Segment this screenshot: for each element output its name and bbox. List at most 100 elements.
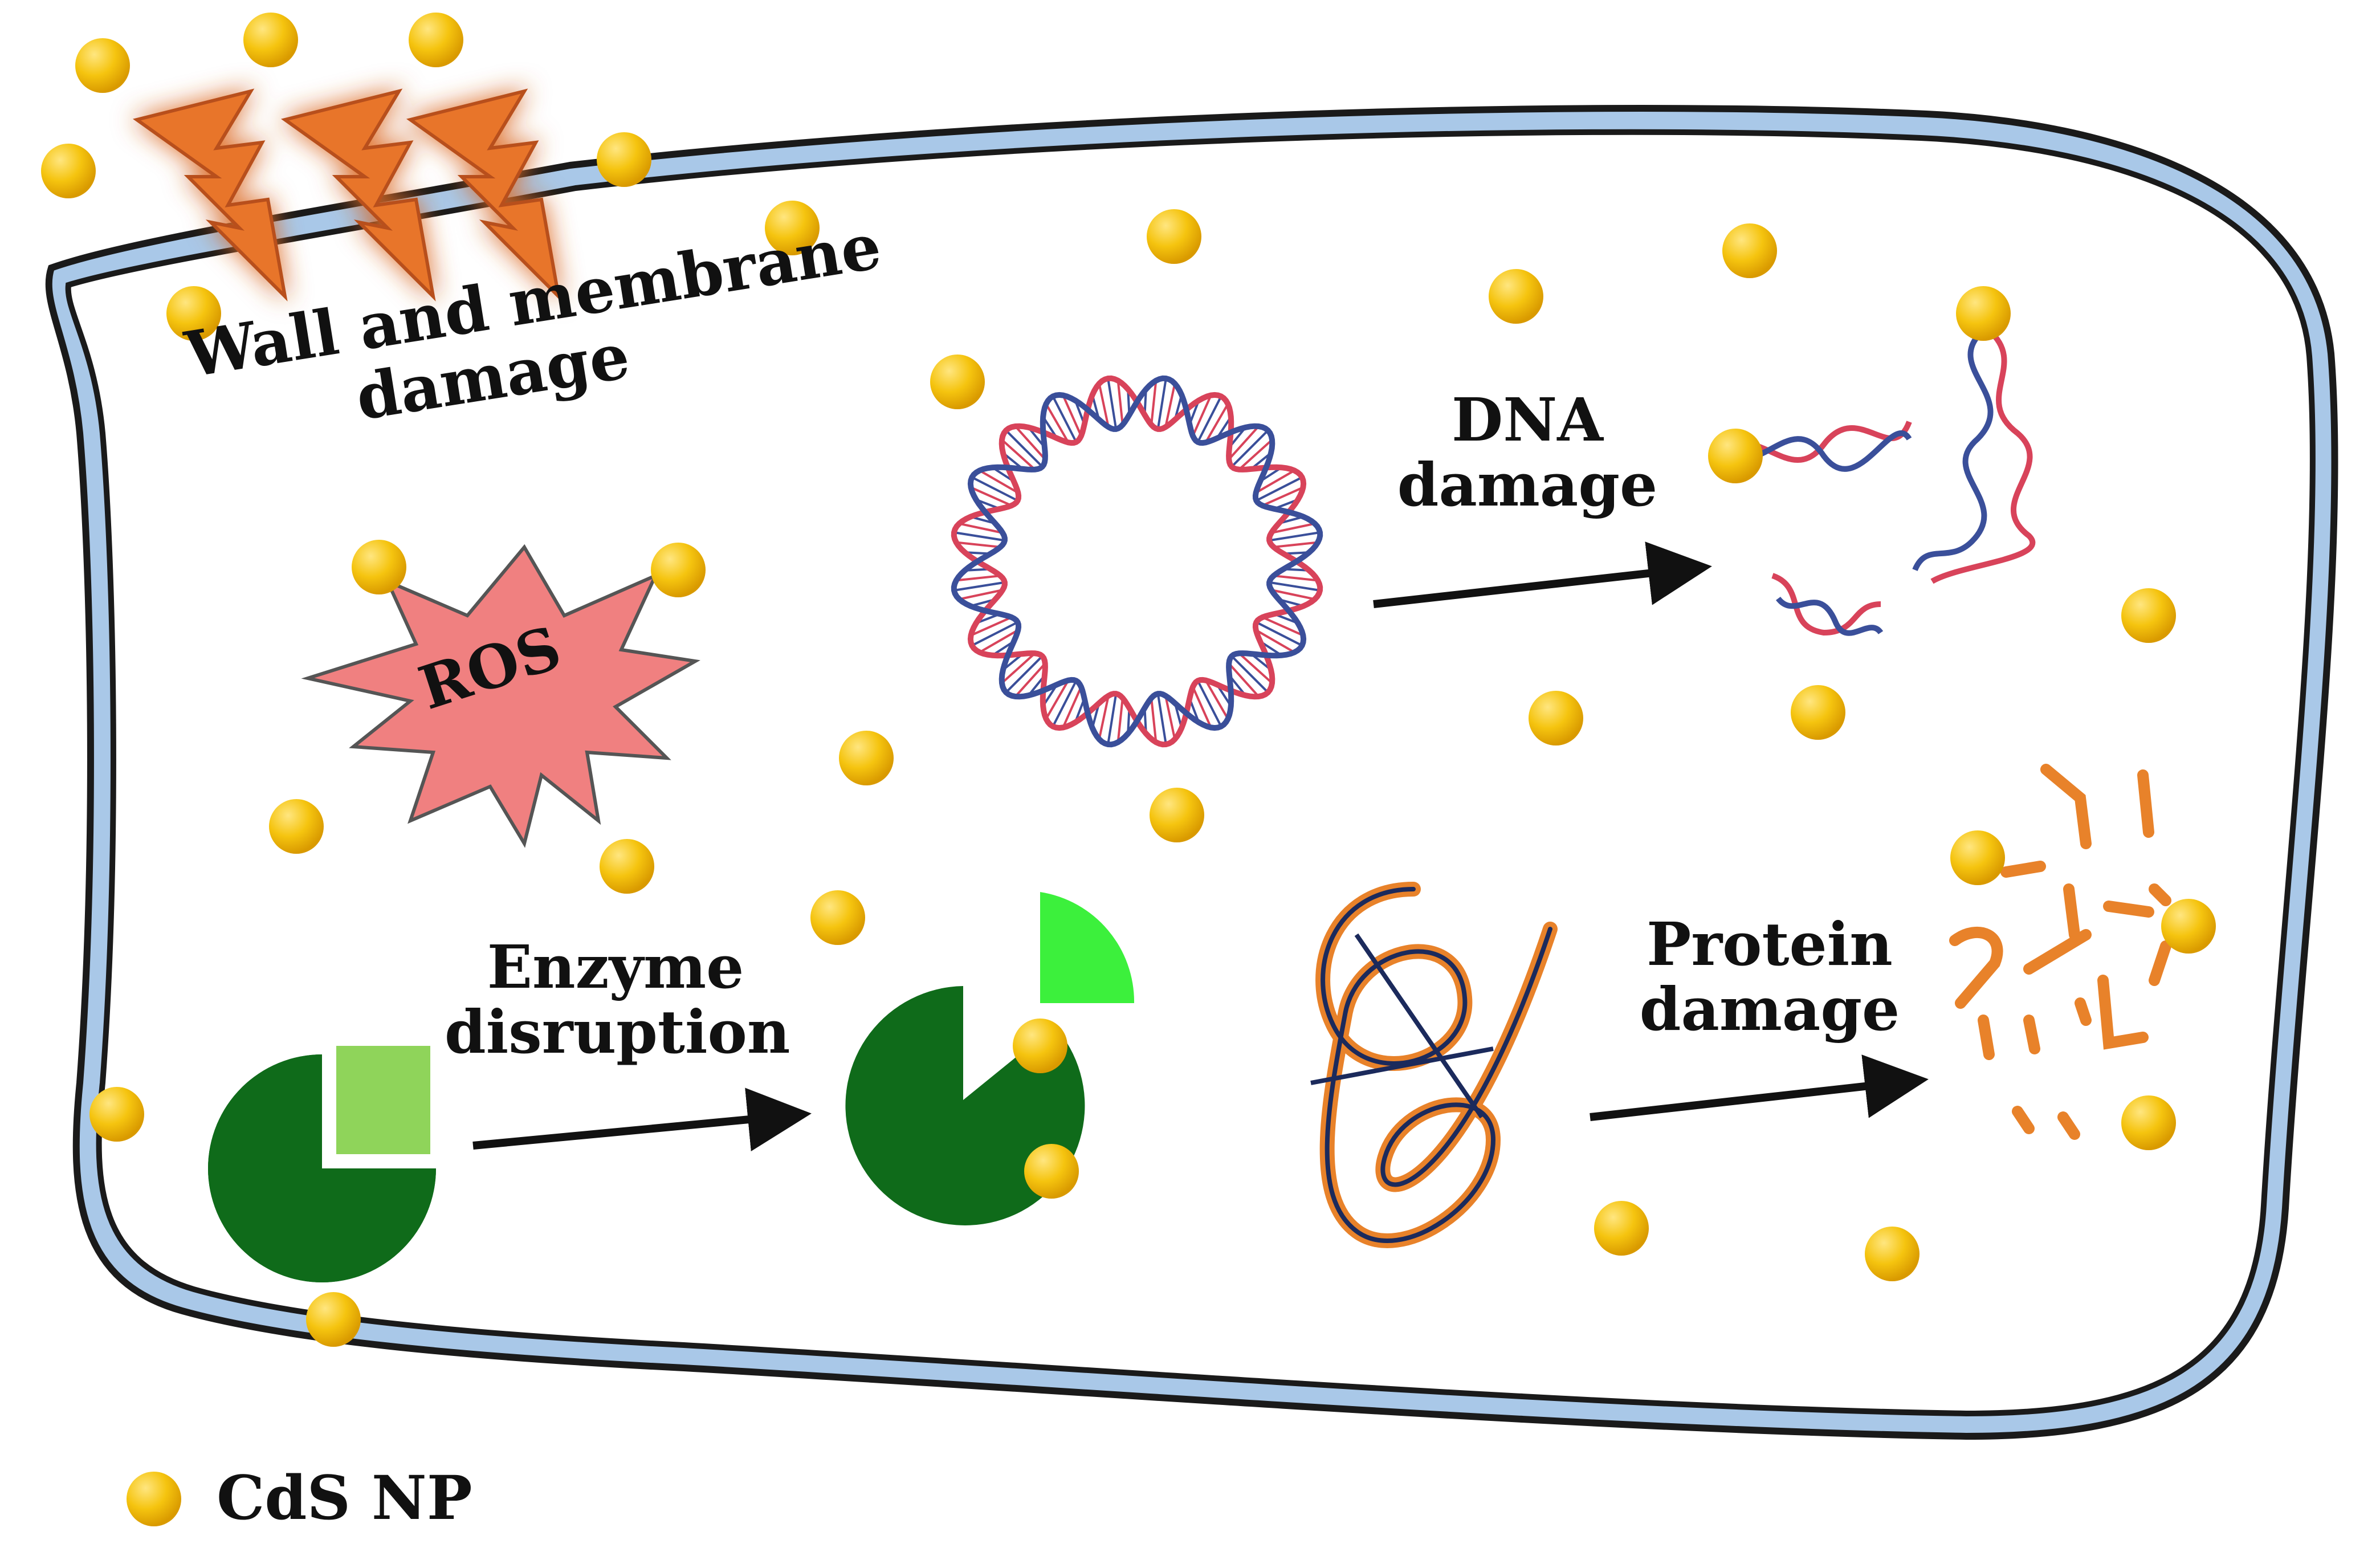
dna-base-pair <box>1271 589 1315 601</box>
dna-base-pair <box>1150 380 1158 425</box>
cds-nanoparticle-icon <box>2161 899 2216 954</box>
dna-base-pair <box>959 589 1003 601</box>
cds-nanoparticle-icon <box>41 144 96 198</box>
protein-fragment <box>2000 861 2046 878</box>
cds-nanoparticle-icon <box>75 38 130 93</box>
circular-dna <box>951 375 1323 748</box>
enzyme-active-site <box>331 1040 436 1160</box>
dna-base-pair <box>970 616 1012 637</box>
protein-fragment <box>2012 1106 2035 1134</box>
cds-nanoparticle-icon <box>243 13 298 67</box>
protein-fragment <box>2023 1015 2040 1054</box>
protein-fragment <box>2149 883 2171 906</box>
dna-strand-blue <box>951 375 1323 748</box>
dna-base-pair <box>1107 378 1118 430</box>
dna-base-pair <box>1107 693 1118 745</box>
cds-nanoparticle-icon <box>810 890 865 945</box>
protein-fragment <box>2075 997 2092 1026</box>
cds-nanoparticle-icon <box>1791 685 1845 740</box>
dna-base-pair <box>953 531 1005 542</box>
bolt-icon <box>406 88 561 302</box>
dna-base-pair <box>1196 396 1222 443</box>
dna-base-pair <box>1192 394 1212 437</box>
dna-base-pair <box>1001 439 1036 471</box>
cds-nanoparticle-icon <box>1147 209 1201 264</box>
arrow-dna <box>1373 541 1712 608</box>
lightning-bolts <box>132 88 561 302</box>
protein-fragment <box>1978 1015 1995 1060</box>
cds-nanoparticle-icon <box>2121 1095 2176 1150</box>
ros-star <box>301 544 700 848</box>
cds-nanoparticle-icon <box>1865 1227 1920 1281</box>
dna-base-pair <box>1052 396 1078 443</box>
dna-base-pair <box>1098 695 1110 740</box>
cds-nanoparticle-icon <box>127 1472 181 1526</box>
cds-nanoparticle-icon <box>2121 588 2176 643</box>
label-enzyme-disruption: Enzyme disruption <box>445 934 790 1068</box>
dna-base-pair <box>1001 652 1036 684</box>
protein-strand <box>1310 933 1494 1119</box>
ros-burst-icon <box>301 544 700 848</box>
arrow-enzyme <box>472 1087 812 1152</box>
cds-nanoparticle-icon <box>1708 429 1763 483</box>
cds-nanoparticle-icon <box>765 201 820 255</box>
cds-nanoparticle-icon <box>1013 1019 1067 1073</box>
dna-base-pair <box>1269 531 1321 542</box>
dna-base-pair <box>1052 680 1078 727</box>
dna-base-pair <box>1271 522 1315 534</box>
cds-nanoparticle-icon <box>352 540 406 594</box>
cds-nanoparticle-icon <box>597 132 651 187</box>
cds-nanoparticle-icon <box>839 731 894 785</box>
cds-nanoparticle-icon <box>930 355 985 409</box>
dna-base-pair <box>1230 429 1269 468</box>
dna-base-pair <box>1192 686 1212 728</box>
cds-nanoparticle-icon <box>306 1292 361 1347</box>
folded-protein <box>1310 882 1558 1248</box>
dna-base-pair <box>1164 383 1176 427</box>
bolt-icon <box>132 88 288 302</box>
cds-nanoparticle-icon <box>1950 830 2005 885</box>
dna-base-pair <box>1262 486 1304 507</box>
dna-base-pair <box>1204 679 1229 720</box>
dna-base-pair <box>1156 378 1167 430</box>
dna-base-pair <box>1098 383 1110 427</box>
dna-base-pair <box>1014 662 1046 698</box>
dna-base-pair <box>1255 469 1295 494</box>
dna-base-pair <box>1269 581 1321 592</box>
dna-base-pair <box>1196 680 1222 727</box>
label-line: damage <box>1639 974 1900 1045</box>
dna-base-pair <box>959 522 1003 534</box>
protein-fragment <box>2149 940 2171 986</box>
dna-base-pair <box>1014 425 1046 461</box>
cds-nanoparticle-icon <box>651 543 706 597</box>
cds-nanoparticle-icon <box>1956 286 2011 341</box>
dna-fragment <box>1912 334 1994 572</box>
arrow-protein <box>1590 1054 1929 1121</box>
dna-base-pair <box>1256 476 1303 502</box>
dna-base-pair <box>1238 652 1273 684</box>
enzyme-intact <box>208 1026 436 1282</box>
dna-base-pair <box>1150 698 1158 743</box>
cds-nanoparticle-icon <box>269 799 324 854</box>
dna-base-pair <box>953 581 1005 592</box>
cds-nanoparticle-icon <box>1722 223 1777 278</box>
arrows <box>472 541 1929 1152</box>
dna-base-pair <box>1255 629 1295 654</box>
nanoparticles <box>41 13 2216 1526</box>
cds-nanoparticle-icon <box>409 13 463 67</box>
dna-base-pair <box>979 629 1019 654</box>
protein-strand <box>1321 887 1552 1243</box>
cds-nanoparticle-icon <box>1594 1201 1649 1256</box>
dna-fragment <box>1930 328 2036 584</box>
dna-base-pair <box>970 486 1012 507</box>
dna-fragment <box>1776 596 1884 636</box>
protein-fragment <box>2023 929 2092 975</box>
label-line: disruption <box>445 997 790 1068</box>
cds-nanoparticle-icon <box>1150 788 1204 842</box>
protein-fragment <box>1949 926 2003 1009</box>
dna-base-pair <box>956 575 1001 582</box>
dna-base-pair <box>1062 686 1082 728</box>
enzyme-fragment <box>1040 892 1135 1003</box>
